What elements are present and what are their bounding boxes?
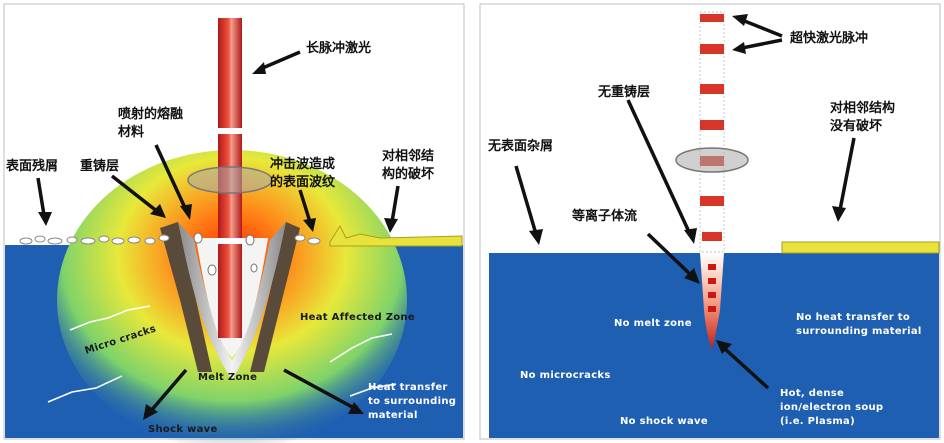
- label-ejected-melt-2: 材料: [118, 124, 144, 140]
- arrowhead-plasma-flow: [684, 268, 700, 284]
- pulse-7: [702, 232, 722, 241]
- label-no-heat-transfer-1: No heat transfer to: [796, 312, 910, 323]
- pulse-2: [700, 44, 724, 54]
- micro-crack-4: [349, 383, 397, 397]
- micro-crack-3: [329, 333, 393, 363]
- label-surface-debris: 表面残屑: [5, 158, 58, 174]
- micro-crack-2: [47, 375, 123, 403]
- arrowhead-hot-dense: [716, 340, 732, 354]
- melt-crater: [178, 222, 286, 380]
- recast-layer-left: [160, 222, 212, 372]
- label-no-surface-debris: 无表面杂屑: [487, 138, 553, 154]
- label-no-heat-transfer-2: surrounding material: [796, 326, 922, 337]
- label-no-microcracks: No microcracks: [520, 370, 611, 381]
- arrow-plasma-flow: [646, 232, 694, 278]
- label-heat-affected-zone: Heat Affected Zone: [300, 312, 415, 323]
- arrow-shock-wave: [148, 368, 188, 414]
- arrow-shock-ripple: [298, 189, 312, 223]
- label-no-adjacent-damage-2: 没有破坏: [830, 118, 882, 134]
- recast-layer-right: [250, 222, 300, 372]
- micro-crack-1: [69, 305, 151, 331]
- label-shock-wave: Shock wave: [148, 424, 218, 435]
- left-arrows: [36, 50, 400, 420]
- plasma-dashes: [708, 264, 716, 312]
- arrowhead-shock-wave: [143, 404, 158, 420]
- arrow-ultrafast-2: [741, 38, 783, 50]
- arrowhead-no-adjacent-damage: [832, 206, 846, 222]
- arrow-hot-dense: [722, 346, 770, 390]
- label-recast-layer: 重铸层: [80, 158, 119, 174]
- label-no-recast: 无重铸层: [597, 84, 650, 100]
- arrowhead-adjacent-damage: [384, 218, 398, 233]
- arrowhead-no-surface-debris: [529, 229, 543, 245]
- label-hot-dense-1: Hot, dense: [780, 388, 844, 399]
- left-panel: 长脉冲激光 喷射的熔融 材料 表面残屑 重铸层 冲击波造成 的表面波纹 对相邻结…: [3, 3, 465, 443]
- arrowhead-surface-debris: [38, 212, 52, 226]
- arrow-no-surface-debris: [514, 165, 538, 235]
- label-plasma-flow: 等离子体流: [571, 208, 637, 224]
- ejected-melt-droplets: [193, 232, 258, 276]
- pulse-4: [700, 120, 724, 130]
- label-long-pulse: 长脉冲激光: [306, 40, 371, 56]
- intact-adjacent-structure: [781, 241, 940, 254]
- arrow-ultrafast-1: [741, 18, 783, 38]
- label-no-adjacent-damage-1: 对相邻结构: [830, 100, 895, 116]
- focus-lens-left: [187, 166, 273, 194]
- label-no-shock-wave: No shock wave: [620, 416, 708, 427]
- label-shock-ripple-2: 的表面波纹: [270, 174, 336, 190]
- label-shock-ripple-1: 冲击波造成: [270, 156, 335, 172]
- ultrafast-pulse-train: [699, 11, 725, 253]
- arrow-ejected-melt: [154, 144, 188, 211]
- surface-debris: [19, 234, 321, 245]
- pulse-6: [700, 196, 724, 206]
- label-melt-zone: Melt Zone: [198, 372, 257, 383]
- label-adjacent-damage-2: 构的破坏: [382, 166, 434, 182]
- focus-lens-right: [675, 147, 749, 173]
- damaged-adjacent-structure: [329, 224, 463, 247]
- arrow-no-recast: [626, 99, 692, 235]
- arrowhead-long-pulse: [252, 62, 266, 74]
- right-arrows: [514, 14, 856, 390]
- arrowhead-no-recast: [684, 228, 697, 244]
- label-adjacent-damage-1: 对相邻结: [382, 148, 434, 164]
- label-hot-dense-3: (i.e. Plasma): [780, 416, 855, 427]
- arrowhead-ultrafast-2: [732, 42, 746, 54]
- arrowhead-shock-ripple: [303, 218, 316, 232]
- arrow-recast: [110, 174, 160, 214]
- right-panel: 超快激光脉冲 无重铸层 对相邻结构 没有破坏 无表面杂屑 等离子体流 No me…: [479, 3, 941, 440]
- label-heat-transfer-3: material: [368, 410, 418, 421]
- label-ultrafast-pulse: 超快激光脉冲: [790, 30, 868, 46]
- label-no-melt-zone: No melt zone: [614, 318, 692, 329]
- beam-gap-2: [216, 238, 244, 244]
- pulse-3: [700, 84, 724, 94]
- plasma-plume: [700, 253, 724, 350]
- panel-divider: [466, 0, 478, 443]
- label-hot-dense-2: ion/electron soup: [780, 402, 883, 413]
- beam-gap-1: [216, 128, 244, 134]
- arrowhead-recast: [150, 204, 166, 218]
- arrow-no-adjacent-damage: [838, 137, 856, 211]
- arrow-heat-transfer: [283, 368, 355, 410]
- arrowhead-ultrafast-1: [732, 14, 748, 26]
- label-heat-transfer-1: Heat transfer: [368, 382, 448, 393]
- label-heat-transfer-2: to surrounding: [368, 396, 456, 407]
- arrow-surface-debris: [36, 177, 46, 216]
- arrowhead-heat-transfer: [348, 402, 364, 414]
- arrow-adjacent-damage: [390, 185, 400, 223]
- arrow-long-pulse: [257, 50, 301, 72]
- arrowhead-ejected-melt: [180, 204, 192, 220]
- label-ejected-melt-1: 喷射的熔融: [118, 106, 183, 122]
- pulse-1: [700, 14, 724, 22]
